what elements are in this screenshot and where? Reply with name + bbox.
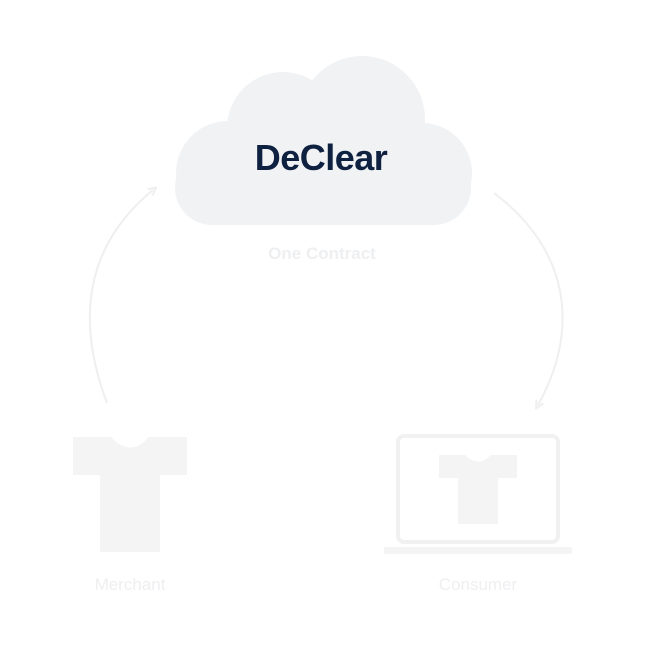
cloud-icon <box>175 56 472 225</box>
contract-label: One Contract <box>268 244 376 263</box>
tshirt-icon <box>73 437 187 552</box>
brand-name: DeClear <box>254 137 388 178</box>
laptop-icon <box>384 434 572 554</box>
consumer-label: Consumer <box>438 575 518 594</box>
merchant-to-contract-arrow <box>88 190 153 404</box>
contract-to-consumer-arrow <box>493 192 564 405</box>
tshirt-icon <box>439 455 517 524</box>
merchant-label: Merchant <box>94 575 166 594</box>
